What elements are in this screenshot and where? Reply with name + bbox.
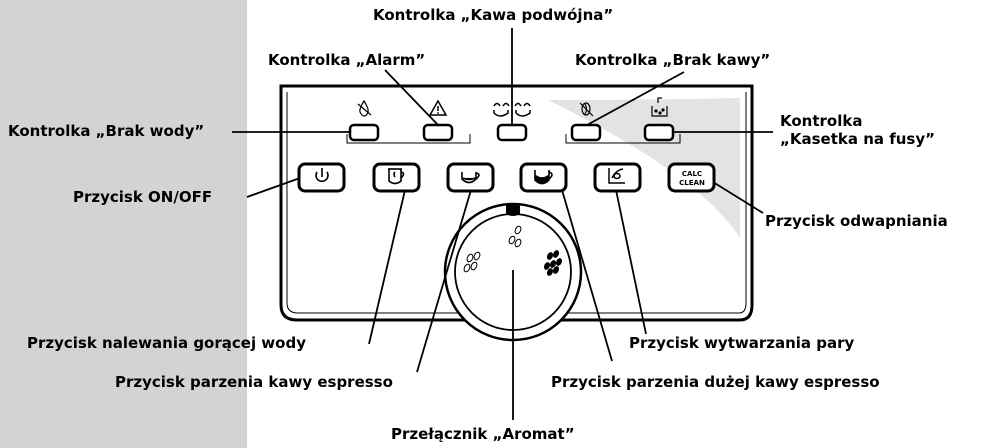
coffee-bean-icon: [463, 225, 522, 273]
grounds-drawer-icon: [651, 97, 668, 117]
no-water-light: [348, 123, 380, 142]
grey-sidebar: [0, 0, 247, 448]
clean-text: CLEAN: [679, 179, 705, 187]
no-coffee-icon: [579, 102, 594, 117]
buttons: [297, 162, 716, 193]
no-water-icon: [357, 99, 372, 117]
small-cup-icon: [461, 172, 480, 184]
warning-triangle-icon: [428, 99, 448, 116]
double-coffee-light-label: Kontrolka „Kawa podwójna”: [373, 6, 614, 24]
descale-button-label: Przycisk odwapniania: [765, 212, 948, 230]
steam-button-label: Przycisk wytwarzania pary: [629, 334, 855, 352]
hot-water-button[interactable]: [372, 162, 421, 193]
hot-water-cup-icon: [388, 168, 405, 185]
alarm-light-label: Kontrolka „Alarm”: [268, 51, 426, 69]
grounds-container-light-label: Kontrolka „Kasetka na fusy”: [780, 112, 935, 148]
leader-lines: [232, 28, 773, 420]
espresso-button-label: Przycisk parzenia kawy espresso: [115, 373, 393, 391]
large-espresso-button-label: Przycisk parzenia dużej kawy espresso: [551, 373, 880, 391]
indicator-lights: [348, 123, 675, 142]
alarm-light: [422, 123, 454, 142]
aroma-dial-label: Przełącznik „Aromat”: [391, 425, 575, 443]
no-coffee-light-label: Kontrolka „Brak kawy”: [575, 51, 771, 69]
no-coffee-light: [570, 123, 602, 142]
grounds-container-label-line2: „Kasetka na fusy”: [780, 130, 935, 148]
grounds-container-label-line1: Kontrolka: [780, 112, 863, 130]
espresso-button[interactable]: [446, 162, 495, 193]
steam-button[interactable]: [593, 162, 642, 193]
calc-text: CALC: [682, 170, 702, 178]
power-icon: [315, 168, 329, 183]
hot-water-button-label: Przycisk nalewania gorącej wody: [27, 334, 306, 352]
double-cup-icon: [493, 102, 531, 117]
descale-button[interactable]: [667, 162, 716, 193]
steam-icon: [608, 168, 625, 184]
calc-clean-label: CALC CLEAN: [679, 170, 705, 187]
no-water-light-label: Kontrolka „Brak wody”: [8, 122, 205, 140]
large-cup-icon: [534, 170, 553, 185]
grounds-container-light: [643, 123, 675, 142]
double-coffee-light: [496, 123, 528, 142]
on-off-button-label: Przycisk ON/OFF: [73, 188, 213, 206]
